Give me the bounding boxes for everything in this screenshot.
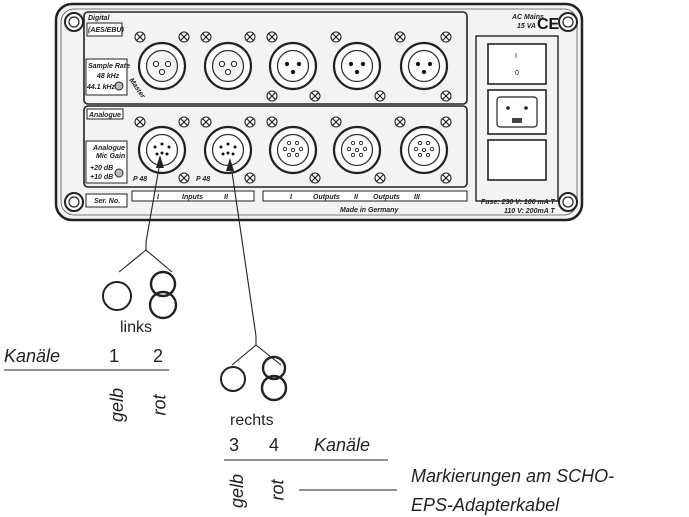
left-channel-2: 2 <box>153 346 164 366</box>
xlr-digital-out-2 <box>332 41 382 91</box>
corner-screw-br <box>558 192 578 212</box>
inputs-strip <box>131 190 255 202</box>
sample-rate-48: 48 kHz <box>96 73 120 80</box>
corner-screw-tr <box>558 12 578 32</box>
right-arrowhead <box>226 158 234 171</box>
panel-frame <box>54 2 584 222</box>
right-eight-marker <box>260 355 288 402</box>
mic-gain-line1: Analogue <box>92 145 125 152</box>
digital-sub-label: (AES/EBU) <box>88 27 124 34</box>
made-in-label: Made in Germany <box>340 207 399 214</box>
right-side-label: rechts <box>230 412 274 429</box>
xlr-analogue-out-1 <box>268 125 318 175</box>
digital-section <box>83 11 468 105</box>
outputs-label-2: Outputs <box>373 194 400 201</box>
outputs-iii: III <box>414 194 421 201</box>
xlr-digital-out-3 <box>399 41 449 91</box>
sample-rate-switch <box>114 81 124 91</box>
right-color-yellow: gelb <box>227 473 248 509</box>
mic-gain-20: +20 dB <box>90 165 113 172</box>
ac-mains-label: AC Mains <box>511 14 544 21</box>
mic-gain-switch <box>114 168 124 178</box>
sample-rate-441: 44.1 kHz <box>86 84 116 91</box>
fuse-line1: Fuse: 230 V: 100 mA T <box>481 199 556 206</box>
p48-right: P 48 <box>196 176 210 183</box>
xlr-analogue-out-2 <box>332 125 382 175</box>
ce-mark: CE <box>537 16 560 33</box>
power-module <box>475 35 559 202</box>
switch-off-label: 0 <box>515 70 519 77</box>
inputs-ii: II <box>224 194 229 201</box>
analogue-label: Analogue <box>88 112 121 119</box>
left-eight-marker <box>148 270 178 320</box>
outputs-label-1: Outputs <box>313 194 340 201</box>
left-arrowhead <box>156 155 164 168</box>
ser-no-label: Ser. No. <box>94 198 120 205</box>
xlr-analogue-out-3 <box>399 125 449 175</box>
left-color-red: rot <box>149 394 170 416</box>
right-channel-4: 4 <box>269 435 280 455</box>
fuse-line2: 110 V: 200mA T <box>504 208 555 215</box>
power-switch <box>487 43 547 85</box>
inputs-label: Inputs <box>182 194 203 201</box>
left-ring-marker <box>102 281 132 311</box>
xlr-digital-in-1 <box>137 41 187 91</box>
xlr-digital-in-2 <box>203 41 253 91</box>
left-color-yellow: gelb <box>107 387 128 423</box>
left-channel-1: 1 <box>109 346 120 366</box>
outputs-ii: II <box>354 194 359 201</box>
right-channels-word: Kanäle <box>314 435 371 455</box>
analogue-section <box>83 105 468 188</box>
left-channels-word: Kanäle <box>4 346 61 366</box>
note-line-2: EPS-Adapterkabel <box>411 495 560 515</box>
corner-screw-bl <box>64 192 84 212</box>
right-ring-marker <box>220 366 246 392</box>
mic-gain-10: +10 dB <box>90 174 113 181</box>
pointer-lines <box>118 161 282 366</box>
inputs-i: I <box>157 194 160 201</box>
p48-left: P 48 <box>133 176 147 183</box>
note-line-1: Markierungen am SCHO- <box>411 466 615 486</box>
switch-on-label: I <box>515 53 517 60</box>
ac-va-label: 15 VA <box>517 23 536 30</box>
fuse-holder <box>487 139 547 181</box>
left-side-label: links <box>120 319 153 336</box>
xlr-digital-out-1 <box>268 41 318 91</box>
corner-screw-tl <box>64 12 84 32</box>
sample-rate-title: Sample Rate <box>88 63 130 70</box>
right-color-red: rot <box>267 479 288 501</box>
mic-gain-line2: Mic Gain <box>96 153 125 160</box>
digital-label: Digital <box>88 15 110 22</box>
outputs-i: I <box>290 194 293 201</box>
right-channel-3: 3 <box>229 435 240 455</box>
outputs-strip <box>262 190 468 202</box>
